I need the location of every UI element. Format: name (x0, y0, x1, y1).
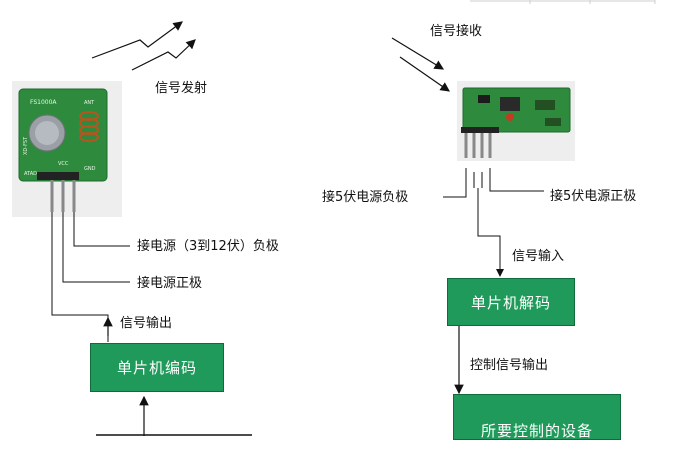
atad-label: ATAD (24, 171, 37, 177)
receive-wave-arrows (391, 37, 450, 92)
vcc-label: VCC (58, 161, 69, 167)
transmitter-wires (51, 212, 252, 436)
controlled-device-box-label: 所要控制的设备 (480, 422, 593, 440)
encoder-box: 单片机编码 (90, 343, 224, 392)
chip-label: FS1000A (30, 99, 57, 106)
signal-transmit-label: 信号发射 (155, 81, 208, 96)
receiver-positive-pin-label: 接5伏电源正极 (550, 189, 637, 204)
controlled-device-box: 所要控制的设备 (453, 394, 621, 440)
side-label: XD-FST (23, 136, 29, 155)
receiver-negative-pin-label: 接5伏电源负极 (322, 190, 409, 205)
top-frame-fragment (470, 0, 656, 4)
encoder-box-label: 单片机编码 (116, 359, 197, 377)
signal-output-label: 信号输出 (120, 316, 173, 331)
signal-input-label: 信号输入 (512, 249, 565, 264)
decoder-box: 单片机解码 (447, 278, 575, 326)
antenna-coil (79, 111, 99, 142)
receiver-wires (443, 168, 544, 395)
ant-label: ANT (84, 100, 95, 106)
gnd-label: GND (84, 166, 96, 172)
transmit-wave-arrows (91, 21, 196, 71)
receiver-module-photo (457, 81, 575, 161)
transmitter-module-photo: FS1000A ANT GND VCC ATAD XD-FST (12, 81, 122, 217)
transmitter-negative-pin-label: 接电源（3到12伏）负极 (137, 239, 279, 254)
control-output-label: 控制信号输出 (470, 358, 549, 373)
signal-receive-label: 信号接收 (430, 24, 483, 39)
transmitter-positive-pin-label: 接电源正极 (137, 276, 203, 291)
decoder-box-label: 单片机解码 (470, 293, 551, 312)
